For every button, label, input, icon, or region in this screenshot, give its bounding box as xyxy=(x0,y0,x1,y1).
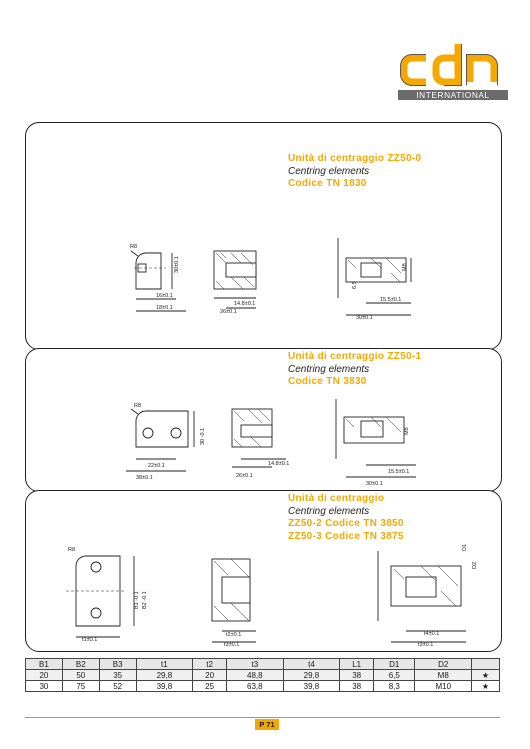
table-cell: 63,8 xyxy=(226,680,284,692)
dim-front-h2: B2 -0.1 xyxy=(142,591,148,609)
dim-front-w: t1±0.1 xyxy=(82,637,97,643)
section-view-drawing xyxy=(337,238,412,316)
col-header: D2 xyxy=(414,658,473,670)
section-zz50-1: Unità di centraggio ZZ50-1 Centring elem… xyxy=(25,348,502,492)
dim-side-t1: t2±0.1 xyxy=(226,632,241,638)
dim-front-r: R8 xyxy=(134,403,141,409)
dim-sec-w1: 15.5±0.1 xyxy=(380,297,401,303)
section-heading: Unità di centraggio ZZ50-1 Centring elem… xyxy=(288,351,421,389)
table-cell: 38 xyxy=(339,680,375,692)
dim-front-r: R8 xyxy=(68,547,75,553)
dim-front-h: 30 -0.1 xyxy=(200,428,206,445)
section-view-drawing xyxy=(377,551,466,643)
section-heading: Unità di centraggio Centring elements ZZ… xyxy=(288,493,404,543)
dim-side-t: 14.8±0.1 xyxy=(268,461,289,467)
section-subtitle: Centring elements xyxy=(288,363,370,375)
dim-sec-d1: 6.5 xyxy=(352,281,358,289)
dim-sec-d2: M8 xyxy=(404,427,410,435)
col-header: B1 xyxy=(25,658,63,670)
section-code: Codice TN 1830 xyxy=(288,178,367,189)
section-view-drawing xyxy=(335,399,416,478)
dim-side-t2: t3±0.1 xyxy=(224,642,239,648)
table-cell: 25 xyxy=(192,680,228,692)
dim-front-h1: B1 -0.1 xyxy=(134,591,140,609)
dim-side-w: 26±0.1 xyxy=(220,309,237,315)
table-cell: 29,8 xyxy=(282,669,341,681)
dim-sec-w2: t3±0.1 xyxy=(418,642,433,648)
dim-sec-w1: 15.5±0.1 xyxy=(388,469,409,475)
technical-drawings: R8 22±0.1 38±0.1 30 -0.1 26±0.1 14.8±0.1 xyxy=(126,399,416,487)
front-view-drawing xyxy=(126,408,195,472)
dim-sec-d2: M8 xyxy=(402,263,408,271)
front-view-drawing xyxy=(66,555,135,638)
col-header: L1 xyxy=(339,658,375,670)
table-cell: 8,3 xyxy=(373,680,416,692)
table-cell: 29,8 xyxy=(135,669,194,681)
footer-divider xyxy=(25,717,500,718)
logo-tagline: INTERNATIONAL xyxy=(416,90,490,100)
dim-front-w1: 22±0.1 xyxy=(148,463,165,469)
dim-sec-w2: 30±0.1 xyxy=(366,481,383,487)
dim-front-w2: 18±0.1 xyxy=(156,305,173,311)
cdn-international-logo: INTERNATIONAL xyxy=(398,44,508,100)
dim-front-r: R8 xyxy=(130,244,137,250)
dimensions-table: B1 B2 B3 t1 t2 t3 t4 L1 D1 D2 20 50 35 2… xyxy=(25,658,500,692)
dim-sec-w2: 30±0.1 xyxy=(356,315,373,321)
table-cell: 38 xyxy=(339,669,375,681)
section-zz50-2-3: Unità di centraggio Centring elements ZZ… xyxy=(25,490,502,652)
table-cell: 48,8 xyxy=(226,669,284,681)
dim-side-t: 14.8±0.1 xyxy=(234,301,255,307)
table-cell: 50 xyxy=(61,669,100,681)
dim-sec-d1: D1 xyxy=(462,544,468,551)
col-header: B3 xyxy=(98,658,137,670)
section-title: Unità di centraggio ZZ50-1 xyxy=(288,351,422,362)
col-header: t1 xyxy=(135,658,194,670)
table-cell: 52 xyxy=(98,680,137,692)
section-title: Unità di centraggio ZZ50-0 xyxy=(288,153,422,164)
star-icon: ★ xyxy=(471,680,500,692)
col-header: D1 xyxy=(373,658,416,670)
table-cell: 30 xyxy=(25,680,63,692)
col-header: t4 xyxy=(282,658,341,670)
dim-sec-d2: D2 xyxy=(472,562,478,569)
table-header-row: B1 B2 B3 t1 t2 t3 t4 L1 D1 D2 xyxy=(25,658,500,670)
table-row: 30 75 52 39,8 25 63,8 39,8 38 8,3 M10 ★ xyxy=(25,680,500,692)
table-cell: 39,8 xyxy=(135,680,194,692)
section-code: ZZ50-3 Codice TN 3875 xyxy=(288,530,404,542)
section-code: ZZ50-2 Codice TN 3850 xyxy=(288,518,404,529)
table-cell: 35 xyxy=(98,669,137,681)
dim-front-w2: 38±0.1 xyxy=(136,475,153,481)
col-header: t2 xyxy=(192,658,228,670)
table-row: 20 50 35 29,8 20 48,8 29,8 38 6,5 M8 ★ xyxy=(25,669,500,681)
front-view-drawing xyxy=(130,250,186,312)
table-cell: M8 xyxy=(414,669,473,681)
side-view-drawing xyxy=(231,408,286,468)
page-number: P 71 xyxy=(255,719,279,730)
table-cell: 20 xyxy=(192,669,228,681)
table-cell: 39,8 xyxy=(282,680,341,692)
side-view-drawing xyxy=(213,250,257,309)
col-header xyxy=(471,658,500,670)
section-heading: Unità di centraggio ZZ50-0 Centring elem… xyxy=(288,153,421,191)
dim-sec-w1: t4±0.1 xyxy=(424,631,439,637)
table-cell: M10 xyxy=(414,680,473,692)
technical-drawings: R8 16±0.1 18±0.1 30±0.1 26±0.1 14.8±0.1 xyxy=(130,238,412,321)
section-subtitle: Centring elements xyxy=(288,165,370,177)
star-icon: ★ xyxy=(471,669,500,681)
table-cell: 6,5 xyxy=(373,669,416,681)
table-cell: 20 xyxy=(25,669,63,681)
side-view-drawing xyxy=(211,558,256,643)
technical-drawings: R8 t1±0.1 B1 -0.1 B2 -0.1 t2±0.1 t3±0.1 xyxy=(66,544,478,648)
section-subtitle: Centring elements xyxy=(288,505,370,517)
section-code: Codice TN 3830 xyxy=(288,376,367,387)
section-zz50-0: Unità di centraggio ZZ50-0 Centring elem… xyxy=(25,122,502,350)
dim-front-h: 30±0.1 xyxy=(174,256,180,273)
dim-side-w: 26±0.1 xyxy=(236,473,253,479)
col-header: B2 xyxy=(61,658,100,670)
section-title: Unità di centraggio xyxy=(288,493,385,504)
col-header: t3 xyxy=(226,658,284,670)
table-cell: 75 xyxy=(61,680,100,692)
dim-front-w1: 16±0.1 xyxy=(156,293,173,299)
